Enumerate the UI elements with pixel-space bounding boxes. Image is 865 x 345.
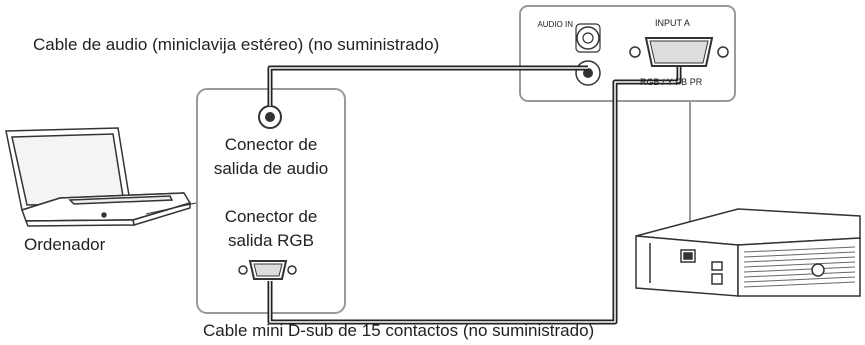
rgb-ypbpr-label: RGB / Y PB PR — [640, 77, 703, 87]
vga-input-icon — [629, 37, 729, 67]
vga-cable-label: Cable mini D-sub de 15 contactos (no sum… — [203, 321, 595, 340]
audio-output-label: Conector de salida de audio — [213, 135, 329, 178]
laptop-icon — [5, 127, 197, 227]
computer-label: Ordenador — [24, 235, 106, 254]
audio-cable-label: Cable de audio (miniclavija estéreo) (no… — [33, 35, 440, 54]
audio-out-jack-icon — [258, 105, 282, 129]
audio-in-label: AUDIO IN — [537, 20, 573, 29]
rgb-output-label: Conector de salida RGB — [224, 207, 318, 250]
input-a-label: INPUT A — [655, 18, 690, 28]
projector-icon — [635, 208, 861, 297]
rgb-output-icon — [238, 260, 297, 280]
